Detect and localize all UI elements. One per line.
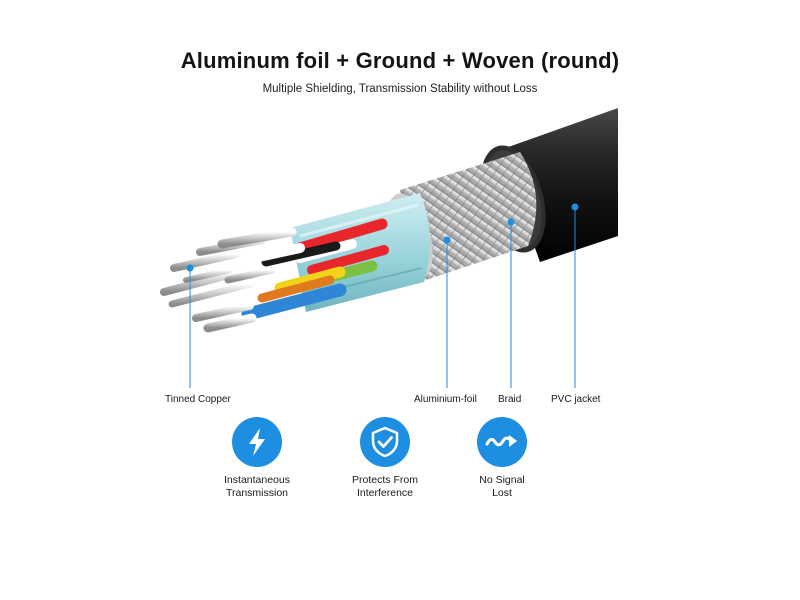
feature-caption-line: Instantaneous (224, 474, 290, 486)
label-tinned-copper: Tinned Copper (165, 394, 231, 405)
feature-caption-line: Lost (492, 487, 512, 499)
feature-protects-from-interference: Protects From Interference (315, 417, 455, 500)
feature-instantaneous-transmission: Instantaneous Transmission (187, 417, 327, 500)
insulated-wires (231, 218, 389, 321)
signal-wave-icon (477, 417, 527, 467)
lightning-icon (232, 417, 282, 467)
feature-no-signal-lost: No Signal Lost (432, 417, 572, 500)
feature-caption: No Signal Lost (432, 474, 572, 500)
callout-dot-braid (507, 218, 515, 226)
tinned-copper-strands (160, 227, 297, 333)
callout-lines (186, 203, 579, 388)
callout-dot-tinned-copper (186, 264, 194, 272)
feature-caption-line: Transmission (225, 487, 289, 499)
callout-dot-pvc-jacket (571, 203, 579, 211)
label-braid: Braid (498, 394, 522, 405)
label-pvc-jacket: PVC jacket (551, 394, 601, 405)
feature-caption-line: No Signal (479, 474, 525, 486)
callout-dot-aluminium-foil (443, 236, 451, 244)
feature-caption: Protects From Interference (315, 474, 455, 500)
page-subtitle: Multiple Shielding, Transmission Stabili… (262, 83, 538, 95)
feature-caption-line: Interference (356, 487, 414, 499)
feature-caption-line: Protects From (352, 474, 418, 486)
label-aluminium-foil: Aluminium-foil (414, 394, 477, 405)
shield-check-icon (360, 417, 410, 467)
feature-caption: Instantaneous Transmission (187, 474, 327, 500)
page-title: Aluminum foil + Ground + Woven (round) (180, 48, 620, 73)
